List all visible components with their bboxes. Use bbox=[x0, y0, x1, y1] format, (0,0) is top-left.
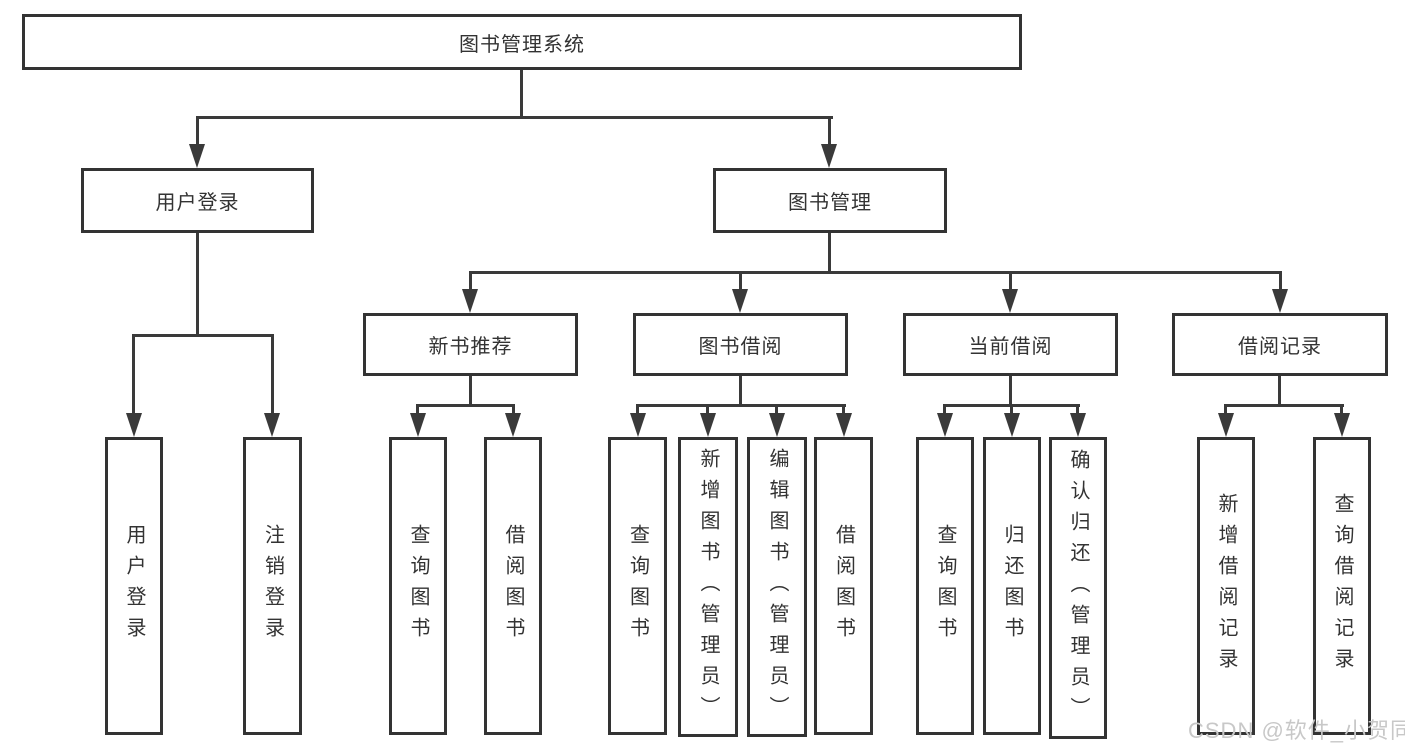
connector-line bbox=[842, 404, 845, 416]
connector-line bbox=[416, 404, 515, 407]
connector-line bbox=[1009, 376, 1012, 406]
arrowhead bbox=[1002, 289, 1018, 313]
leaf-label: 查询图书 bbox=[407, 524, 429, 648]
connector-line bbox=[469, 271, 1282, 274]
connector-line bbox=[1224, 404, 1344, 407]
leaf-label: 注销登录 bbox=[261, 524, 284, 648]
arrowhead bbox=[1004, 413, 1020, 437]
leaf-label: 新增借阅记录 bbox=[1215, 493, 1237, 679]
connector-line bbox=[196, 116, 199, 146]
watermark: CSDN @软件_小贺同学 bbox=[1188, 718, 1405, 743]
arrowhead bbox=[264, 413, 280, 437]
connector-line bbox=[196, 233, 199, 336]
node-label: 图书管理 bbox=[788, 192, 872, 214]
arrowhead bbox=[821, 144, 837, 168]
leaf-label: 查询图书 bbox=[934, 524, 956, 648]
arrowhead bbox=[769, 413, 785, 437]
connector-line bbox=[1340, 404, 1343, 416]
arrowhead bbox=[732, 289, 748, 313]
leaf-user-login: 用户登录 bbox=[105, 437, 163, 735]
node-borrow-records: 借阅记录 bbox=[1172, 313, 1388, 376]
connector-line bbox=[1010, 404, 1013, 416]
leaf-query-books-recommend: 查询图书 bbox=[389, 437, 447, 735]
leaf-label: 归还图书 bbox=[1001, 524, 1023, 648]
connector-line bbox=[739, 271, 742, 293]
leaf-query-books-borrow: 查询图书 bbox=[608, 437, 667, 735]
leaf-borrow-books-recommend: 借阅图书 bbox=[484, 437, 542, 735]
connector-line bbox=[739, 376, 742, 406]
connector-line bbox=[775, 404, 778, 416]
node-book-borrow: 图书借阅 bbox=[633, 313, 848, 376]
arrowhead bbox=[937, 413, 953, 437]
arrowhead bbox=[700, 413, 716, 437]
leaf-borrow-books-2: 借阅图书 bbox=[814, 437, 873, 735]
arrowhead bbox=[505, 413, 521, 437]
connector-line bbox=[416, 404, 419, 416]
node-label: 新书推荐 bbox=[428, 336, 513, 358]
node-book-management: 图书管理 bbox=[713, 168, 947, 233]
leaf-label: 确认归还（管理员） bbox=[1067, 448, 1089, 728]
node-label: 当前借阅 bbox=[968, 336, 1053, 358]
arrowhead bbox=[630, 413, 646, 437]
leaf-label: 编辑图书（管理员） bbox=[766, 447, 788, 727]
connector-line bbox=[512, 404, 515, 416]
connector-line bbox=[706, 404, 709, 416]
node-label: 借阅记录 bbox=[1238, 336, 1322, 358]
leaf-label: 借阅图书 bbox=[502, 524, 524, 648]
leaf-query-books-current: 查询图书 bbox=[916, 437, 974, 735]
connector-line bbox=[271, 334, 274, 414]
connector-line bbox=[828, 233, 831, 274]
connector-line bbox=[636, 404, 846, 407]
leaf-add-book-admin: 新增图书（管理员） bbox=[678, 437, 738, 737]
leaf-add-borrow-record: 新增借阅记录 bbox=[1197, 437, 1255, 735]
connector-line bbox=[1278, 376, 1281, 406]
connector-line bbox=[828, 116, 831, 146]
connector-line bbox=[1224, 404, 1227, 416]
leaf-return-books: 归还图书 bbox=[983, 437, 1041, 735]
arrowhead bbox=[462, 289, 478, 313]
connector-line bbox=[469, 271, 472, 293]
connector-line bbox=[636, 404, 639, 416]
node-current-borrow: 当前借阅 bbox=[903, 313, 1118, 376]
leaf-label: 查询图书 bbox=[626, 524, 649, 648]
node-new-book-recommend: 新书推荐 bbox=[363, 313, 578, 376]
arrowhead bbox=[1272, 289, 1288, 313]
connector-line bbox=[196, 116, 833, 119]
leaf-label: 新增图书（管理员） bbox=[697, 447, 719, 727]
arrowhead bbox=[1334, 413, 1350, 437]
connector-line bbox=[1009, 271, 1012, 293]
arrowhead bbox=[836, 413, 852, 437]
node-user-login: 用户登录 bbox=[81, 168, 314, 233]
arrowhead bbox=[1070, 413, 1086, 437]
connector-line bbox=[1279, 271, 1282, 293]
leaf-edit-book-admin: 编辑图书（管理员） bbox=[747, 437, 807, 737]
arrowhead bbox=[410, 413, 426, 437]
leaf-label: 借阅图书 bbox=[832, 524, 855, 648]
connector-line bbox=[132, 334, 274, 337]
connector-line bbox=[943, 404, 946, 416]
leaf-query-borrow-record: 查询借阅记录 bbox=[1313, 437, 1371, 735]
connector-line bbox=[132, 334, 135, 414]
node-library-system: 图书管理系统 bbox=[22, 14, 1022, 70]
node-label: 图书管理系统 bbox=[459, 33, 585, 56]
leaf-label: 用户登录 bbox=[123, 524, 145, 648]
arrowhead bbox=[126, 413, 142, 437]
leaf-confirm-return-admin: 确认归还（管理员） bbox=[1049, 437, 1107, 739]
arrowhead bbox=[1218, 413, 1234, 437]
connector-line bbox=[469, 376, 472, 406]
connector-line bbox=[520, 70, 523, 117]
arrowhead bbox=[189, 144, 205, 168]
connector-line bbox=[1076, 404, 1079, 416]
node-label: 用户登录 bbox=[155, 192, 240, 214]
node-label: 图书借阅 bbox=[698, 336, 783, 358]
leaf-label: 查询借阅记录 bbox=[1331, 493, 1353, 679]
leaf-logout: 注销登录 bbox=[243, 437, 302, 735]
